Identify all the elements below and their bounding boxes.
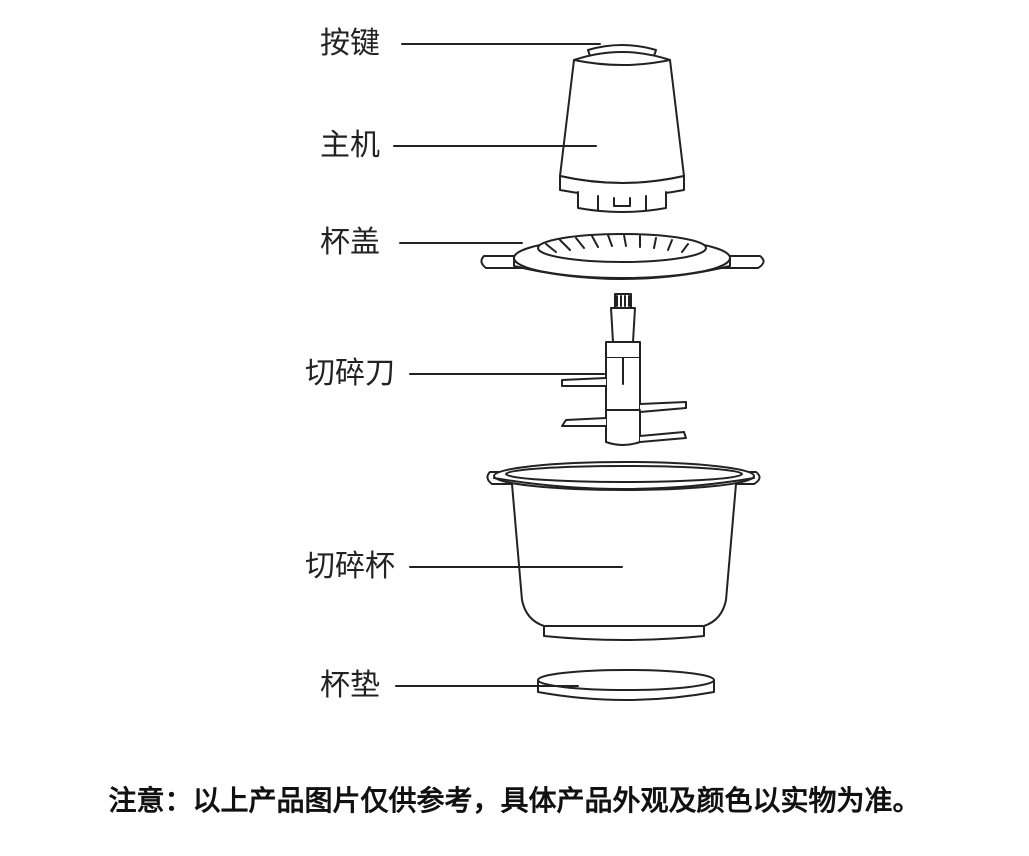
- leader-lines: [393, 43, 623, 687]
- main-unit-part: [559, 44, 685, 213]
- label-pad: 杯垫: [320, 668, 380, 703]
- label-main-unit: 主机: [320, 128, 380, 163]
- label-button: 按键: [320, 26, 380, 61]
- lid-part: [480, 233, 765, 280]
- label-lid: 杯盖: [320, 225, 380, 260]
- bowl-part: [486, 461, 761, 641]
- label-blade: 切碎刀: [305, 356, 395, 391]
- label-bowl: 切碎杯: [305, 549, 395, 584]
- disclaimer-note: 注意：以上产品图片仅供参考，具体产品外观及颜色以实物为准。: [108, 784, 921, 817]
- pad-part: [537, 669, 715, 701]
- blade-part: [561, 293, 687, 446]
